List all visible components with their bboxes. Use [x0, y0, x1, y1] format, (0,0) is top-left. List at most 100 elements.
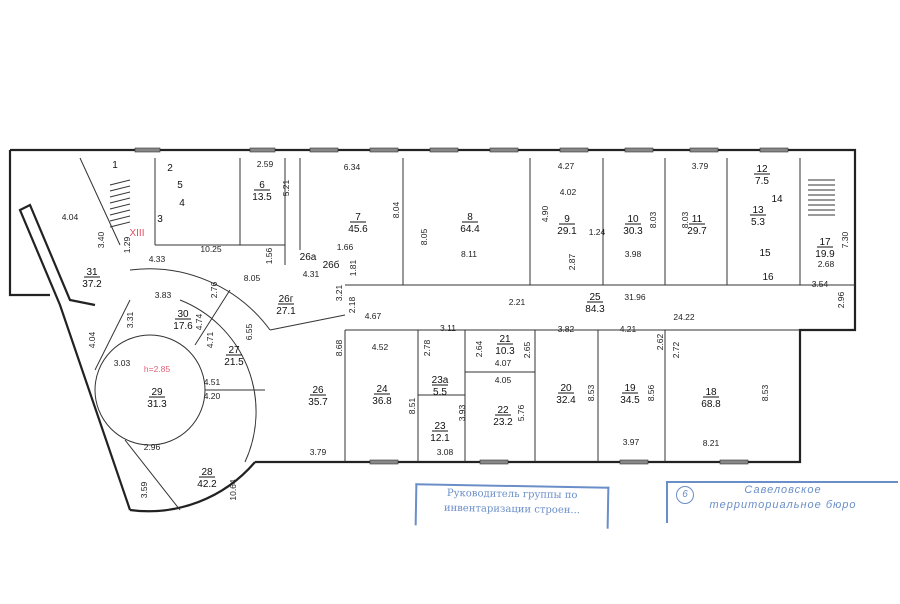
dimension-label: 3.03: [114, 358, 131, 368]
dimension-label: 4.90: [540, 205, 550, 222]
room-number: 31: [86, 267, 98, 278]
stair-step: [109, 179, 131, 186]
stair-step: [109, 203, 131, 210]
room-area: 31.3: [147, 399, 167, 410]
dimension-label: 3.97: [623, 437, 640, 447]
room-number: 26a: [300, 252, 317, 263]
stair-step: [109, 209, 131, 216]
room-number: 16: [762, 272, 774, 283]
dimension-label: 6.34: [344, 162, 361, 172]
room-number: 26г: [279, 294, 294, 305]
stair-step: [109, 197, 131, 204]
dimension-label: 8.03: [648, 211, 658, 228]
room-area: 13.5: [252, 192, 272, 203]
dimension-label: 4.71: [205, 331, 215, 348]
dimension-labels: 4.04 3.40 1.29 4.33 3.83 3.31 2.76 4.744.71 6.55…: [62, 159, 850, 501]
room-area: 35.7: [308, 397, 328, 408]
room-number: 14: [771, 194, 783, 205]
room-area: 30.3: [623, 226, 643, 237]
dimension-label: 8.53: [760, 384, 770, 401]
room-number: 19: [624, 383, 636, 394]
dimension-label: 4.21: [620, 324, 637, 334]
room-area: 32.4: [556, 395, 576, 406]
dimension-label: 1.81: [348, 259, 358, 276]
dimension-label: 8.68: [334, 339, 344, 356]
stamp-number: 6: [676, 486, 694, 504]
stamp-bureau: 6 Савеловское территориальное бюро: [666, 481, 898, 523]
dimension-label: 4.33: [149, 254, 166, 264]
dimension-label: 4.67: [365, 311, 382, 321]
dimension-label: 8.56: [646, 384, 656, 401]
dimension-label: 8.21: [703, 438, 720, 448]
room-area: 68.8: [701, 399, 721, 410]
room-number: 1: [112, 160, 118, 171]
dimension-label: 6.55: [244, 323, 254, 340]
staircase-label: XIII: [129, 228, 144, 239]
room-number: 5: [177, 180, 183, 191]
dimension-label: 3.11: [440, 323, 456, 333]
stair-step: [109, 191, 131, 198]
room-area: 42.2: [197, 479, 217, 490]
dimension-label: 4.74: [194, 313, 204, 330]
dimension-label: 24.22: [673, 312, 695, 322]
dimension-label: 4.05: [495, 375, 512, 385]
room-number: 27: [228, 345, 240, 356]
dimension-label: 3.83: [155, 290, 172, 300]
room-number: 3: [157, 214, 163, 225]
dimension-label: 2.21: [509, 297, 526, 307]
dimension-label: 8.11: [461, 249, 477, 259]
stamp-line: территориальное бюро: [709, 499, 857, 511]
room-area: 36.8: [372, 396, 392, 407]
dimension-label: 3.08: [437, 447, 454, 457]
dimension-label: 3.40: [96, 231, 106, 248]
room-area: 37.2: [82, 279, 102, 290]
room-area: 23.2: [493, 417, 513, 428]
room-number: 2: [167, 163, 173, 174]
ceiling-height: h=2.85: [144, 364, 171, 374]
room-number: 15: [759, 248, 771, 259]
room-number: 25: [589, 292, 601, 303]
dimension-label: 2.68: [818, 259, 835, 269]
dimension-label: 8.51: [407, 397, 417, 414]
room-number: 23: [434, 421, 446, 432]
room-number: 6: [259, 180, 265, 191]
dimension-label: 4.27: [558, 161, 575, 171]
dimension-label: 3.31: [125, 311, 135, 328]
dimension-label: 1.29: [122, 236, 132, 253]
dimension-label: 3.21: [334, 284, 344, 301]
dimension-label: 4.52: [372, 342, 389, 352]
room-area: 45.6: [348, 224, 368, 235]
room-area: 64.4: [460, 224, 480, 235]
room-area: 7.5: [755, 176, 769, 187]
dimension-label: 2.76: [209, 281, 219, 298]
walls: [8, 148, 857, 513]
room-number: 12: [756, 164, 768, 175]
room-number: 20: [560, 383, 572, 394]
dimension-label: 3.82: [558, 324, 575, 334]
dimension-label: 3.54: [812, 279, 829, 289]
room-number: 4: [179, 198, 185, 209]
room-number: 13: [752, 205, 764, 216]
dimension-label: 4.20: [204, 391, 221, 401]
stair-step: [109, 221, 131, 228]
room-number: 21: [499, 334, 511, 345]
room-number: 23a: [432, 375, 449, 386]
dimension-label: 4.51: [204, 377, 221, 387]
dimension-label: 8.53: [586, 384, 596, 401]
dimension-label: 10.25: [200, 244, 222, 254]
room-number: 17: [819, 237, 831, 248]
dimension-label: 4.04: [87, 331, 97, 348]
stair-step: [109, 185, 131, 192]
dimension-label: 31.96: [624, 292, 646, 302]
dimension-label: 2.59: [257, 159, 274, 169]
room-number: 29: [151, 387, 163, 398]
room-area: 5.5: [433, 387, 447, 398]
stamp-inventory: Руководитель группы по инвентаризации ст…: [414, 483, 610, 529]
room-area: 27.1: [276, 306, 296, 317]
room-area: 84.3: [585, 304, 605, 315]
room-area: 10.3: [495, 346, 515, 357]
room-area: 19.9: [815, 249, 835, 260]
staircase: XIII: [109, 179, 835, 239]
dimension-label: 5.76: [516, 404, 526, 421]
